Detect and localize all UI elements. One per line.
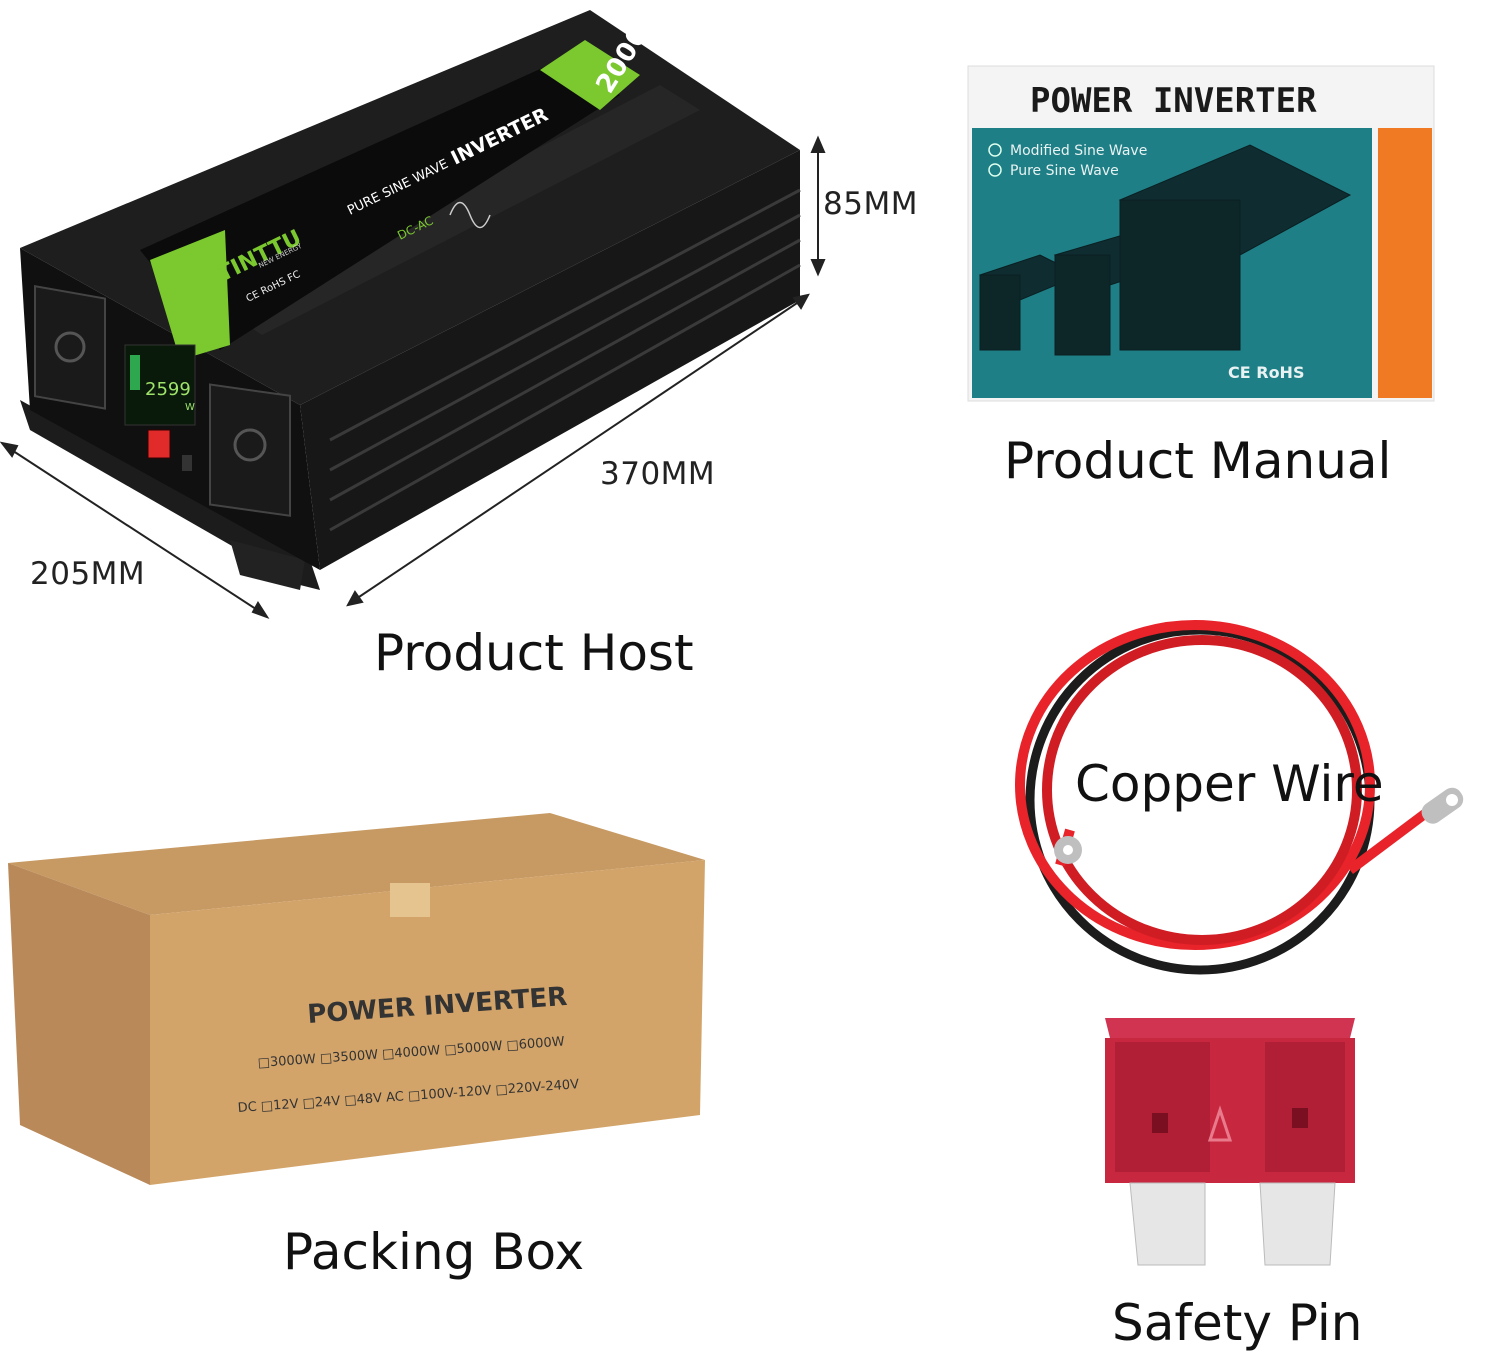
packing-box-caption: Packing Box <box>283 1223 585 1281</box>
lcd-value: 2599 <box>145 379 191 400</box>
fuse-blades <box>1129 1182 1336 1266</box>
packing-box-image: POWER INVERTER □3000W □3500W □4000W □500… <box>8 813 705 1185</box>
inverter-label <box>140 60 620 350</box>
sine-wave-icon <box>449 201 491 229</box>
product-host-section: 2000W PURE SINE WAVE INVERTER DC-AC TINT… <box>0 0 940 700</box>
safety-pin-image <box>1105 1018 1355 1266</box>
copper-wire-section: Copper Wire <box>990 600 1480 1000</box>
dimension-lines <box>0 135 826 619</box>
ring-terminal-left <box>1054 836 1082 864</box>
fuse-top <box>1105 1018 1355 1038</box>
width-dimension: 205MM <box>30 556 146 592</box>
manual-option-modified: Modified Sine Wave <box>1010 143 1147 159</box>
ring-terminal-right <box>1421 787 1464 824</box>
usb-port <box>182 455 192 471</box>
manual-cert-text: CE RoHS <box>1228 363 1304 382</box>
power-switch <box>147 429 171 459</box>
manual-image: POWER INVERTER Modified Sine Wave Pure S… <box>967 65 1435 402</box>
height-dimension: 85MM <box>823 186 918 222</box>
box-left-face <box>8 863 150 1185</box>
green-power-panel <box>540 40 640 110</box>
copper-wire-image <box>1015 620 1464 975</box>
red-cable <box>1015 620 1375 950</box>
copper-wire-caption: Copper Wire <box>1075 755 1384 813</box>
manual-orange-panel <box>1378 128 1432 398</box>
safety-pin-section: Safety Pin <box>1090 1010 1370 1355</box>
length-dimension: 370MM <box>600 456 716 492</box>
safety-pin-caption: Safety Pin <box>1112 1294 1363 1352</box>
packing-box-section: POWER INVERTER □3000W □3500W □4000W □500… <box>0 805 720 1295</box>
product-manual-section: POWER INVERTER Modified Sine Wave Pure S… <box>960 60 1440 500</box>
box-top <box>8 813 705 915</box>
lcd-unit: W <box>185 402 195 413</box>
manual-title: POWER INVERTER <box>1030 81 1317 121</box>
ac-socket-right <box>209 383 291 517</box>
ac-socket-left <box>34 284 106 410</box>
box-front-face <box>150 860 705 1185</box>
box-tape <box>390 883 430 917</box>
manual-inverter-illustrations <box>978 144 1352 356</box>
product-manual-caption: Product Manual <box>1004 432 1392 490</box>
manual-option-pure: Pure Sine Wave <box>1010 163 1119 179</box>
product-host-caption: Product Host <box>374 624 694 682</box>
inverter-image: 2000W PURE SINE WAVE INVERTER DC-AC TINT… <box>0 0 826 619</box>
